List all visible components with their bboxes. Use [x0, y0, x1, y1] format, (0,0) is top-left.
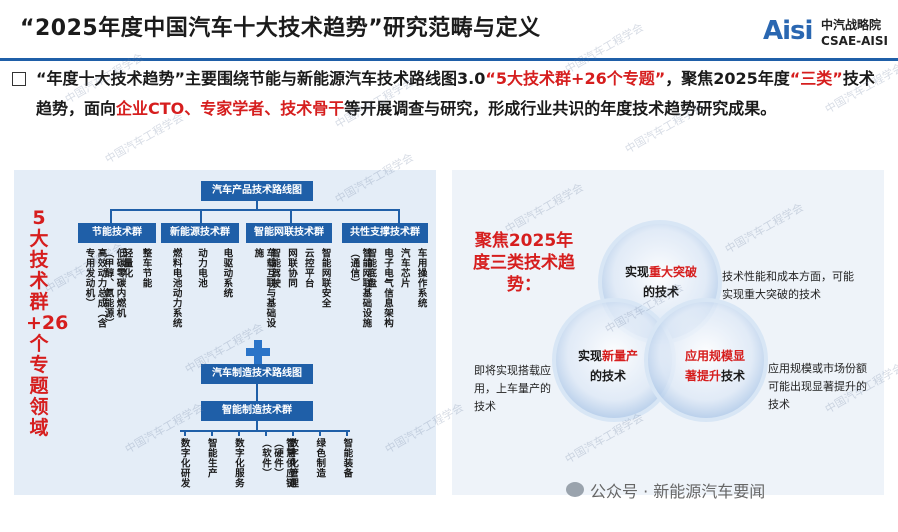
connector [346, 430, 349, 436]
side-label: 5大技术群+26个专题领域 [26, 207, 69, 439]
mfg-item: 智能装备 [341, 438, 353, 478]
circle-top-text-a: 实现 [624, 265, 649, 279]
footer-source: 公众号 · 新能源汽车要闻 [590, 482, 766, 501]
topic-item: 智能底盘 [365, 248, 377, 288]
mfg-item: 智慧供应链（硬件）（软件） [260, 438, 295, 488]
connector [256, 384, 258, 402]
logo: Aisi 中汽战略院 CSAE-AISI [763, 14, 893, 54]
topic-item: 电子电气信息架构 [382, 248, 393, 328]
topic-item: 车载互联与基础设施 [252, 248, 276, 328]
right-heading: 聚焦2025年度三类技术趋势： [473, 231, 575, 295]
circle-right-text-b: 技术 [721, 369, 746, 383]
connector [292, 430, 295, 436]
topic-item: 智能网联安全 [319, 248, 331, 308]
group-box-new-energy: 新能源技术群 [161, 223, 239, 243]
circle-left-label: 实现新量产 的技术 [566, 346, 650, 386]
connector [210, 430, 213, 436]
intro-text-3: 技术趋势，面向 [36, 69, 875, 118]
checkbox-bullet-icon [12, 72, 26, 86]
mfg-item: 绿色制造 [314, 438, 326, 478]
plus-icon [246, 340, 270, 364]
connector [183, 430, 186, 436]
circle-right-label: 应用规模显著提升技术 [680, 346, 750, 386]
connector [237, 430, 240, 436]
connector [256, 421, 258, 431]
topic-item: 动力电池 [196, 248, 207, 288]
intro-highlight-1: “5大技术群+26个专题” [485, 69, 666, 88]
connector [256, 201, 258, 210]
venn-diagram [552, 220, 768, 422]
circle-top-text-b: 重大突破 [649, 265, 698, 279]
circle-right-text-a: 应用规模显著提升 [684, 349, 745, 383]
mfg-item: 数字化研发 [178, 438, 190, 488]
manufacturing-roadmap-box: 汽车制造技术路线图 [201, 364, 313, 384]
circle-top-text-c: 的技术 [642, 285, 679, 299]
title-divider [0, 58, 898, 61]
topic-item: 整车节能 [140, 248, 152, 288]
venn-circle-right [644, 298, 768, 422]
connector [319, 430, 322, 436]
desc-top: 技术性能和成本方面，可能实现重大突破的技术 [722, 270, 854, 301]
connector [290, 209, 292, 223]
logo-mark: Aisi [763, 16, 813, 46]
topic-item: 车用操作系统 [415, 248, 427, 308]
intro-highlight-2: “三类” [789, 69, 843, 88]
mfg-item: 智能生产 [205, 438, 217, 478]
page-title: “2025年度中国汽车十大技术趋势”研究范畴与定义 [20, 16, 541, 41]
circle-left-text-c: 的技术 [589, 369, 626, 383]
topic-item: 高效动力总成（含专用发动机） [83, 248, 107, 328]
wechat-icon [566, 482, 584, 497]
topic-item: 智能驾驶 [269, 248, 281, 288]
topic-item: 智能网联基础设施（通信） [348, 248, 372, 328]
topic-item: 汽车芯片 [398, 248, 410, 288]
manufacturing-group-box: 智能制造技术群 [201, 401, 313, 421]
topic-item: 电驱动系统 [221, 248, 233, 298]
topic-item: 燃料电池动力系统 [170, 248, 182, 328]
connector [110, 209, 400, 211]
intro-paragraph: “年度十大技术趋势”主要围绕节能与新能源汽车技术路线图3.0“5大技术群+26个… [36, 64, 886, 124]
intro-text-4: 等开展调查与研究，形成行业共识的年度技术趋势研究成果。 [344, 99, 777, 118]
product-roadmap-box: 汽车产品技术路线图 [201, 181, 313, 201]
intro-text-1: “年度十大技术趋势”主要围绕节能与新能源汽车技术路线图3.0 [36, 69, 486, 88]
logo-cn: 中汽战略院 [821, 18, 882, 32]
connector [265, 430, 267, 436]
topic-item: 低碳零碳内燃机（甲醇、氨能源） [102, 248, 126, 328]
circle-left-text-b: 新量产 [602, 349, 639, 363]
group-box-common: 共性支撑技术群 [342, 223, 428, 243]
desc-right: 应用规模或市场份额可能出现显著提升的技术 [768, 362, 867, 411]
intro-text-2: ，聚焦2025年度 [665, 69, 790, 88]
group-box-connected: 智能网联技术群 [246, 223, 332, 243]
intro-highlight-3: 企业CTO、专家学者、技术骨干 [116, 99, 345, 118]
circle-top-label: 实现重大突破 的技术 [612, 262, 710, 302]
desc-left: 即将实现搭载应用，上车量产的技术 [474, 364, 551, 413]
connector [398, 209, 400, 223]
topic-item: 轻量化 [121, 248, 133, 278]
circle-left-text-a: 实现 [577, 349, 602, 363]
logo-en: CSAE-AISI [821, 34, 888, 48]
connector [110, 209, 112, 223]
mfg-item: 数字化服务 [232, 438, 244, 488]
group-box-energy-saving: 节能技术群 [78, 223, 156, 243]
mfg-item: 数字化管理 [287, 438, 299, 488]
topic-item: 网联协同 [286, 248, 297, 288]
topic-item: 云控平台 [302, 248, 314, 288]
connector [200, 209, 202, 223]
